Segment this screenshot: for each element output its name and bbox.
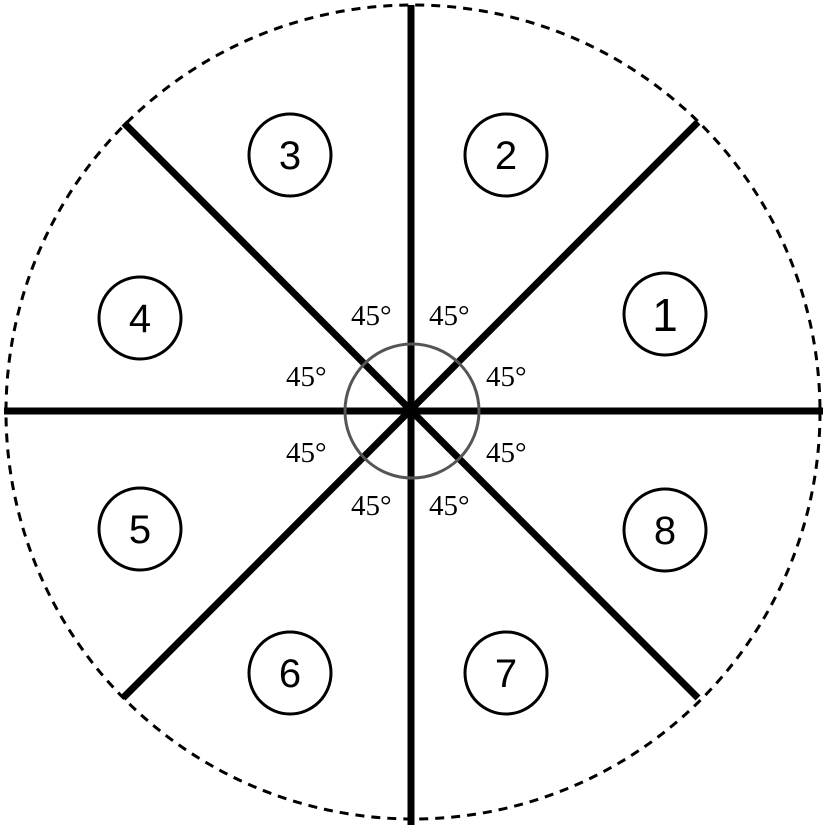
angle-label-upper-right: 45°	[429, 300, 470, 332]
sector-label: 4	[129, 297, 151, 341]
sector-5: 5	[97, 486, 183, 572]
sector-label: 1	[652, 289, 678, 341]
sector-circle	[97, 275, 183, 361]
sector-7: 7	[463, 630, 549, 716]
sector-circle	[463, 112, 549, 198]
sector-label: 8	[654, 509, 676, 553]
sector-circle	[247, 630, 333, 716]
sector-circle	[247, 112, 333, 198]
sector-2: 2	[463, 112, 549, 198]
sector-6: 6	[247, 630, 333, 716]
sector-circle	[97, 486, 183, 572]
sector-circle	[622, 487, 708, 573]
sector-label: 3	[279, 134, 301, 178]
angle-label-left-lower: 45°	[286, 437, 327, 469]
sector-3: 3	[247, 112, 333, 198]
center-angle-circle	[343, 342, 481, 480]
sector-8: 8	[622, 487, 708, 573]
angle-label-lower-left: 45°	[351, 490, 392, 522]
sector-label: 6	[279, 652, 301, 696]
sector-label: 2	[495, 134, 517, 178]
sector-4: 4	[97, 275, 183, 361]
sector-1: 1	[622, 271, 708, 357]
sector-circle	[463, 630, 549, 716]
sector-circle	[622, 271, 708, 357]
angle-label-lower-right: 45°	[429, 490, 470, 522]
angle-label-right-upper: 45°	[486, 361, 527, 393]
divider-diagonal-nw-se	[121, 120, 701, 701]
angle-label-upper-left: 45°	[351, 300, 392, 332]
angle-label-right-lower: 45°	[486, 437, 527, 469]
sector-label: 7	[495, 652, 517, 696]
sector-label: 5	[129, 508, 151, 552]
angle-label-left-upper: 45°	[286, 361, 327, 393]
